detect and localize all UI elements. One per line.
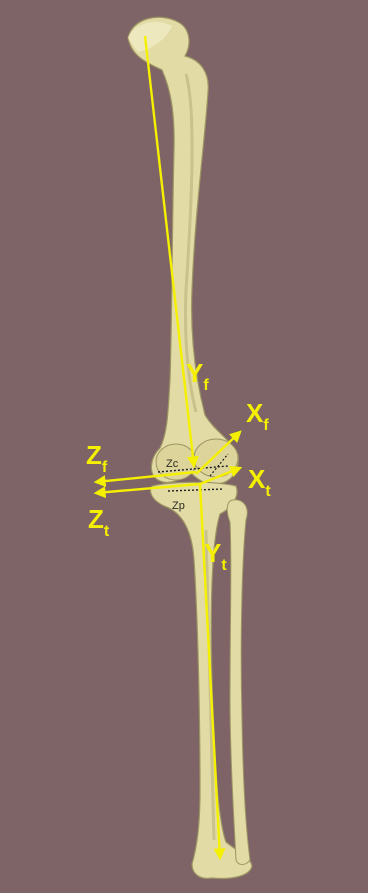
condyle-marker: Zc xyxy=(166,458,179,470)
fibula-bone xyxy=(227,500,250,865)
femur-bone xyxy=(128,17,238,484)
z-tibia-label: Zt xyxy=(88,504,110,540)
x-femur-label: Xf xyxy=(246,398,269,434)
z-femur-label: Zf xyxy=(86,440,108,476)
plateau-marker: Zp xyxy=(172,500,185,512)
x-tibia-label: Xt xyxy=(248,464,271,500)
